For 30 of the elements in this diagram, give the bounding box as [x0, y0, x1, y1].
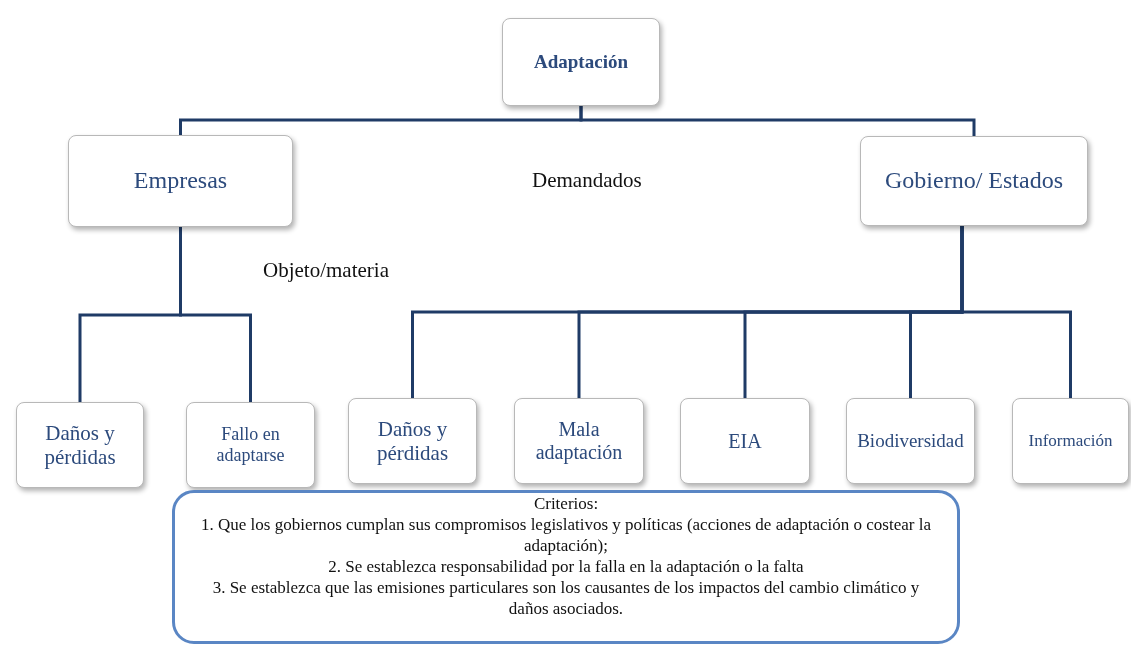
criteria-heading: Criterios:	[533, 493, 599, 514]
category-box	[1012, 398, 1129, 484]
category-box	[68, 135, 293, 227]
category-box	[502, 18, 660, 106]
connector-line	[960, 226, 1072, 398]
annotation-text: Objeto/materia	[263, 258, 389, 283]
category-box	[16, 402, 144, 488]
category-box	[860, 136, 1088, 226]
category-box	[846, 398, 975, 484]
criteria-item: 1. Que los gobiernos cumplan sus compromisos legislativos y políticas (acciones de adaptación o costear la adaptación);	[200, 514, 932, 556]
criteria-item: 2. Se establezca responsabilidad por la falla en la adaptación o la falta	[328, 556, 804, 577]
node-label: Información	[1028, 431, 1113, 451]
node-label: Gobierno/ Estados	[885, 167, 1063, 195]
node-label: Empresas	[133, 167, 228, 195]
node-label: Mala adaptación	[534, 418, 624, 464]
node-label: Daños y pérdidas	[43, 420, 117, 470]
node-label: Fallo en adaptarse	[215, 424, 286, 466]
node-label: Daños y pérdidas	[375, 416, 450, 466]
criteria-item: 3. Se establezca que las emisiones particulares son los causantes de los impactos del cambio climático y daños asociados.	[211, 577, 921, 619]
criteria-box	[172, 490, 960, 644]
connector-line	[179, 227, 252, 402]
annotation-text: Demandados	[532, 168, 642, 193]
category-box	[514, 398, 644, 484]
node-label: Biodiversidad	[857, 430, 964, 452]
category-box	[680, 398, 810, 484]
node-label: EIA	[728, 429, 762, 453]
category-box	[348, 398, 477, 484]
node-label: Adaptación	[534, 51, 628, 73]
category-box	[186, 402, 315, 488]
connector-line	[579, 106, 976, 136]
